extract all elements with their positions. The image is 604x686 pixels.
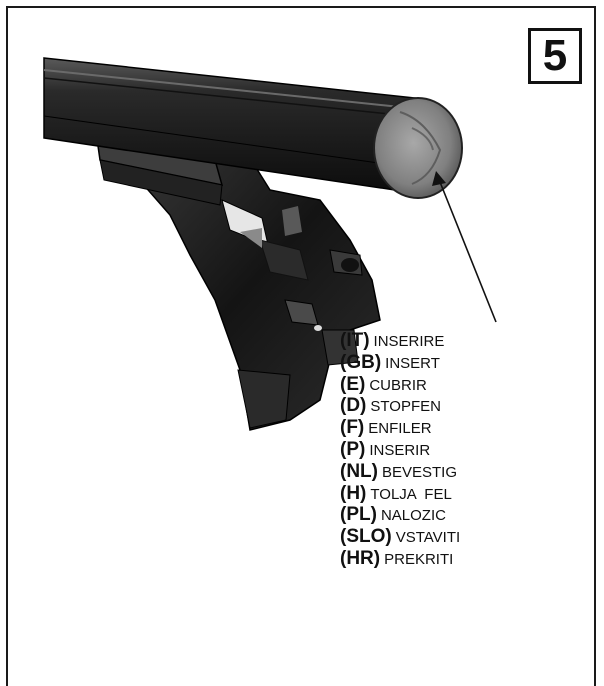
language-code: (D) [340, 395, 367, 417]
label-row-gb: (GB)INSERT [340, 352, 460, 374]
language-code: (SLO) [340, 526, 392, 548]
language-code: (HR) [340, 547, 381, 569]
instruction-word: PREKRITI [384, 550, 454, 568]
instruction-word: CUBRIR [369, 376, 427, 394]
language-code: (P) [340, 438, 366, 460]
label-row-hr: (HR)PREKRITI [340, 548, 460, 570]
step-number: 5 [542, 31, 568, 80]
label-row-h: (H)TOLJA FEL [340, 483, 460, 505]
language-code: (PL) [340, 504, 377, 526]
label-row-it: (IT)INSERIRE [340, 330, 460, 352]
instruction-word: BEVESTIG [381, 463, 458, 481]
label-row-e: (E)CUBRIR [340, 374, 460, 396]
instruction-word: STOPFEN [370, 398, 441, 416]
instruction-word: VSTAVITI [395, 529, 461, 547]
label-row-p: (P)INSERIR [340, 439, 460, 461]
label-row-pl: (PL)NALOZIC [340, 504, 460, 526]
step-number-box: 5 [528, 28, 582, 84]
instruction-word: INSERIR [369, 441, 431, 459]
language-code: (E) [340, 373, 366, 395]
rack-bar [43, 57, 416, 191]
instruction-word: ENFILER [368, 420, 432, 438]
language-code: (NL) [340, 460, 378, 482]
translation-labels: (IT)INSERIRE (GB)INSERT (E)CUBRIR (D)STO… [340, 330, 460, 570]
end-cap [373, 97, 463, 199]
label-row-slo: (SLO)VSTAVITI [340, 526, 460, 548]
leader-arrow [432, 171, 497, 323]
label-row-d: (D)STOPFEN [340, 395, 460, 417]
language-code: (GB) [340, 351, 382, 373]
instruction-word: NALOZIC [380, 507, 446, 525]
label-row-f: (F)ENFILER [340, 417, 460, 439]
instruction-word: INSERIRE [373, 333, 445, 350]
instruction-word: INSERT [385, 354, 440, 372]
language-code: (H) [340, 482, 367, 504]
language-code: (IT) [340, 330, 370, 351]
language-code: (F) [340, 417, 365, 439]
rack-foot [95, 131, 381, 431]
instruction-word: TOLJA FEL [370, 485, 452, 503]
label-row-nl: (NL)BEVESTIG [340, 461, 460, 483]
